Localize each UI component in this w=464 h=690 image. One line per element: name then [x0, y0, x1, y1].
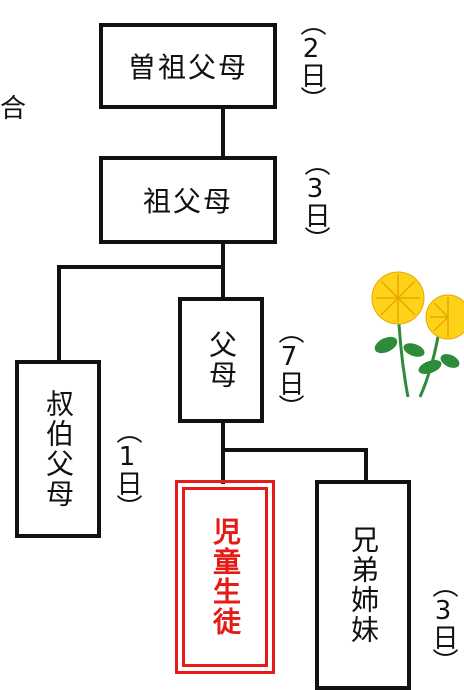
connector-line — [57, 265, 61, 363]
node-label: 兄弟姉妹 — [347, 525, 380, 645]
node-label: 祖父母 — [142, 185, 233, 218]
days-label: （3日） — [428, 572, 458, 672]
node-grandparents: 祖父母 — [99, 156, 277, 244]
node-uncles-aunts: 叔伯父母 — [15, 360, 101, 538]
connector-line — [221, 420, 225, 484]
node-label: 児童生徒 — [209, 517, 242, 637]
chrysanthemum-icon — [371, 271, 464, 398]
days-label: （3日） — [300, 150, 330, 250]
days-label: （2日） — [296, 10, 326, 110]
node-label: 叔伯父母 — [42, 389, 75, 509]
connector-line — [364, 448, 368, 484]
node-parents: 父母 — [178, 297, 264, 423]
connector-line — [221, 105, 225, 160]
days-label: （1日） — [112, 418, 142, 518]
node-label: 父母 — [205, 330, 238, 390]
connector-line — [221, 240, 225, 300]
node-label: 曽祖父母 — [127, 51, 248, 84]
connector-line — [221, 448, 368, 452]
node-siblings: 兄弟姉妹 — [315, 480, 411, 690]
node-student: 児童生徒 — [175, 480, 275, 674]
side-text: 合 — [0, 94, 27, 124]
days-label: （7日） — [274, 318, 304, 418]
connector-line — [57, 265, 225, 269]
node-great-grandparents: 曽祖父母 — [99, 23, 277, 109]
